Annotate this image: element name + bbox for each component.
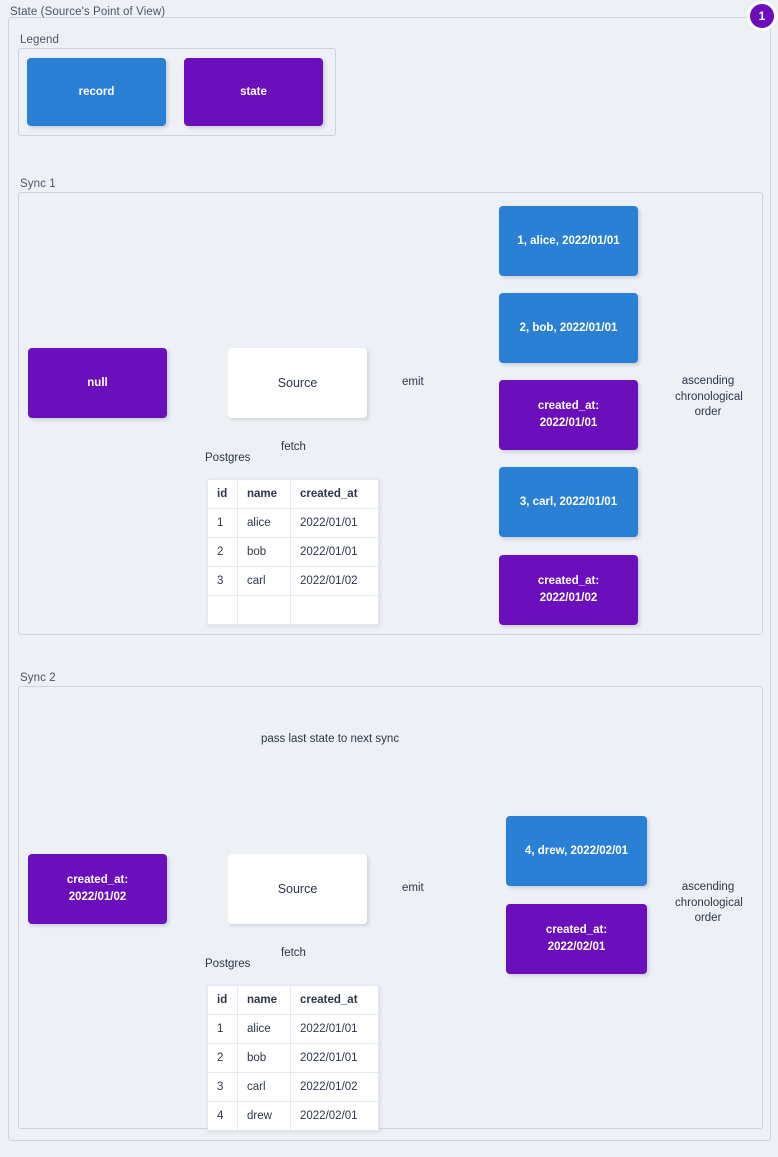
cell-id: 1 <box>207 508 238 538</box>
sync1-emitted-state-2: created_at: 2022/01/02 <box>499 555 638 625</box>
table-row: 1 alice 2022/01/01 <box>207 1014 379 1044</box>
sync2-emit-label: emit <box>399 882 427 894</box>
cell-id: 1 <box>207 1014 238 1044</box>
cell-name: alice <box>237 1014 291 1044</box>
sync2-postgres-table: id name created_at 1 alice 2022/01/01 2 … <box>207 985 379 1131</box>
cell-created-at: 2022/01/02 <box>290 566 379 596</box>
sync1-emitted-record-1: 1, alice, 2022/01/01 <box>499 206 638 276</box>
legend-label: Legend <box>20 34 59 46</box>
cell-name: drew <box>237 1101 291 1131</box>
table-row-empty <box>207 595 379 625</box>
cell-name: bob <box>237 537 291 567</box>
sync1-emit-label: emit <box>399 376 427 388</box>
cell-name <box>237 595 291 625</box>
sync1-postgres-table: id name created_at 1 alice 2022/01/01 2 … <box>207 479 379 625</box>
cell-name: carl <box>237 1072 291 1102</box>
cell-created-at: 2022/01/02 <box>290 1072 379 1102</box>
pass-last-state-label: pass last state to next sync <box>258 733 403 745</box>
sync1-fetch-label: fetch <box>278 441 309 453</box>
sync2-input-state: created_at: 2022/01/02 <box>28 854 167 924</box>
cell-id: 3 <box>207 1072 238 1102</box>
cell-id: 2 <box>207 537 238 567</box>
table-row: 3 carl 2022/01/02 <box>207 1072 379 1102</box>
table-row: 3 carl 2022/01/02 <box>207 566 379 596</box>
table-row: 2 bob 2022/01/01 <box>207 1043 379 1073</box>
cell-name: alice <box>237 508 291 538</box>
legend-swatch-state: state <box>184 58 323 126</box>
cell-id: 3 <box>207 566 238 596</box>
table-row: 2 bob 2022/01/01 <box>207 537 379 567</box>
cell-name: carl <box>237 566 291 596</box>
sync1-emitted-state-1: created_at: 2022/01/01 <box>499 380 638 450</box>
table-header-row: id name created_at <box>207 985 379 1015</box>
cell-created-at <box>290 595 379 625</box>
cell-created-at: 2022/02/01 <box>290 1101 379 1131</box>
sync2-emitted-record-1: 4, drew, 2022/02/01 <box>506 816 647 886</box>
step-badge[interactable]: 1 <box>747 1 777 31</box>
column-header-id: id <box>207 985 238 1015</box>
column-header-name: name <box>237 985 291 1015</box>
cell-id <box>207 595 238 625</box>
column-header-created-at: created_at <box>290 479 379 509</box>
page-title: State (Source's Point of View) <box>10 6 166 18</box>
sync1-emitted-record-2: 2, bob, 2022/01/01 <box>499 293 638 363</box>
cell-id: 2 <box>207 1043 238 1073</box>
sync2-fetch-label: fetch <box>278 947 309 959</box>
cell-created-at: 2022/01/01 <box>290 537 379 567</box>
sync2-source-node: Source <box>228 854 367 924</box>
column-header-created-at: created_at <box>290 985 379 1015</box>
table-header-row: id name created_at <box>207 479 379 509</box>
cell-created-at: 2022/01/01 <box>290 508 379 538</box>
sync2-label: Sync 2 <box>20 672 56 684</box>
table-row: 1 alice 2022/01/01 <box>207 508 379 538</box>
cell-created-at: 2022/01/01 <box>290 1043 379 1073</box>
sync1-emitted-record-3: 3, carl, 2022/01/01 <box>499 467 638 537</box>
table-row: 4 drew 2022/02/01 <box>207 1101 379 1131</box>
sync1-input-state: null <box>28 348 167 418</box>
sync2-postgres-label: Postgres <box>205 958 251 970</box>
sync2-order-caption: ascending chronological order <box>672 879 744 928</box>
column-header-id: id <box>207 479 238 509</box>
sync2-emitted-state-1: created_at: 2022/02/01 <box>506 904 647 974</box>
legend-swatch-record: record <box>27 58 166 126</box>
sync1-order-caption: ascending chronological order <box>672 373 744 422</box>
sync1-postgres-label: Postgres <box>205 452 251 464</box>
cell-created-at: 2022/01/01 <box>290 1014 379 1044</box>
cell-id: 4 <box>207 1101 238 1131</box>
sync1-label: Sync 1 <box>20 178 56 190</box>
column-header-name: name <box>237 479 291 509</box>
sync1-source-node: Source <box>228 348 367 418</box>
cell-name: bob <box>237 1043 291 1073</box>
